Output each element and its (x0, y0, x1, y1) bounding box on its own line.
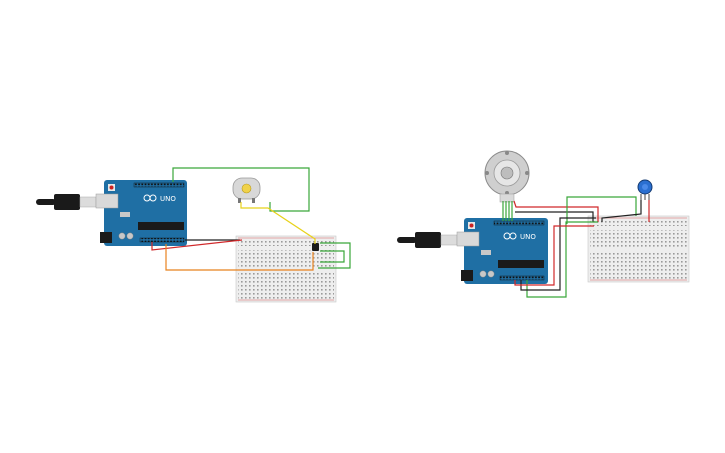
wire-orange-1[interactable] (165, 244, 314, 271)
breadboard-1[interactable] (235, 235, 337, 303)
wire-green-1b[interactable] (318, 242, 351, 269)
wire-green-1c[interactable] (320, 250, 345, 263)
dc-motor-1[interactable] (232, 177, 261, 203)
arduino-logo-2 (503, 232, 517, 240)
circuit-1: UNO (36, 167, 351, 303)
wire-yellow-1[interactable] (240, 202, 316, 244)
wire-red-2a[interactable] (513, 200, 599, 222)
arduino-uno-1[interactable]: UNO (95, 180, 187, 246)
wire-green-2a[interactable] (566, 196, 637, 224)
circuit-2: UNO (397, 150, 690, 298)
arduino-uno-2[interactable]: UNO (456, 218, 548, 284)
wires-circuit-1 (151, 167, 351, 271)
wire-green-2b[interactable] (526, 221, 598, 298)
wire-red-1[interactable] (151, 239, 243, 251)
wire-red-2c[interactable] (514, 225, 594, 286)
breadboard-2[interactable] (587, 215, 690, 283)
usb-cable-2[interactable] (397, 232, 458, 248)
board-label-2: UNO (520, 233, 536, 241)
wire-black-2a[interactable] (515, 211, 594, 222)
stepper-motor[interactable] (484, 150, 530, 203)
usb-cable-1[interactable] (36, 194, 97, 210)
transistor-1[interactable] (312, 243, 319, 251)
board-label-1: UNO (160, 195, 176, 203)
potentiometer[interactable] (637, 179, 653, 200)
wires-circuit-2 (502, 196, 650, 298)
wire-black-2b[interactable] (601, 200, 642, 222)
arduino-logo-1 (143, 194, 157, 202)
wire-black-2c[interactable] (520, 217, 596, 291)
